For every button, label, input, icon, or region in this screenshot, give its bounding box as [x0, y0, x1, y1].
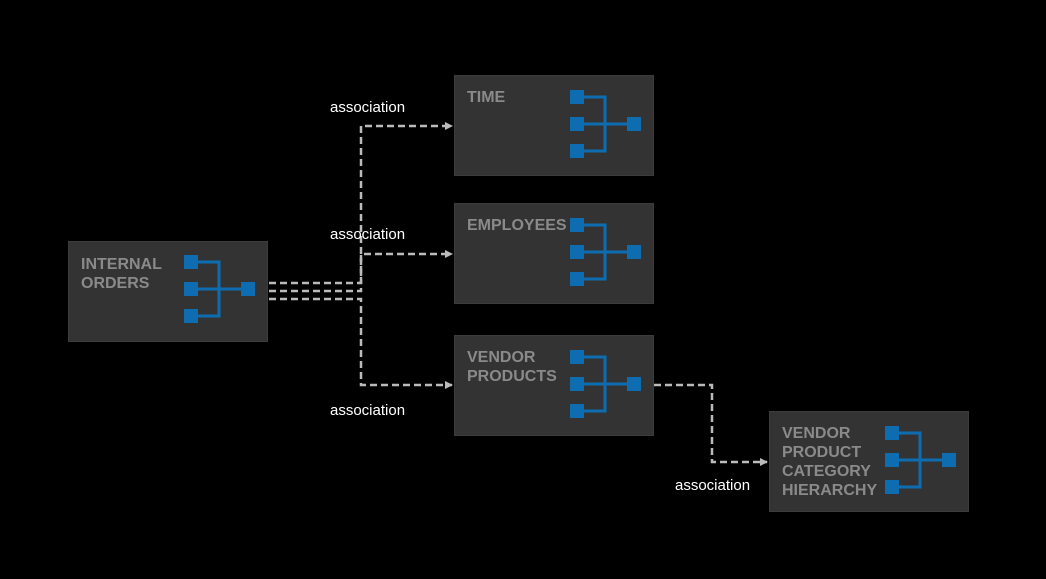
hierarchy-icon	[570, 218, 641, 286]
node-title: EMPLOYEES	[467, 217, 567, 234]
connector-to-employees	[269, 250, 453, 293]
association-label: association	[330, 99, 406, 116]
hierarchy-icon	[570, 350, 641, 418]
node-vendor-products[interactable]: VENDOR PRODUCTS	[454, 335, 654, 436]
connector-to-vendor-products	[269, 297, 453, 389]
node-title: VENDOR PRODUCT CATEGORY HIERARCHY	[782, 425, 878, 499]
node-time[interactable]: TIME	[454, 75, 654, 176]
connector-to-category-hierarchy	[654, 383, 768, 466]
association-label: association	[330, 226, 406, 243]
hierarchy-icon	[570, 90, 641, 158]
association-label: association	[330, 402, 406, 419]
node-title: INTERNAL ORDERS	[81, 256, 162, 292]
node-employees[interactable]: EMPLOYEES	[454, 203, 654, 304]
hierarchy-icon	[184, 255, 255, 323]
node-title: VENDOR PRODUCTS	[467, 349, 557, 385]
hierarchy-icon	[885, 426, 956, 494]
node-title: TIME	[467, 89, 506, 106]
node-internal-orders[interactable]: INTERNAL ORDERS	[68, 241, 268, 342]
connector-to-time	[269, 122, 453, 285]
node-vendor-product-category-hierarchy[interactable]: VENDOR PRODUCT CATEGORY HIERARCHY	[769, 411, 969, 512]
association-label: association	[675, 477, 751, 494]
